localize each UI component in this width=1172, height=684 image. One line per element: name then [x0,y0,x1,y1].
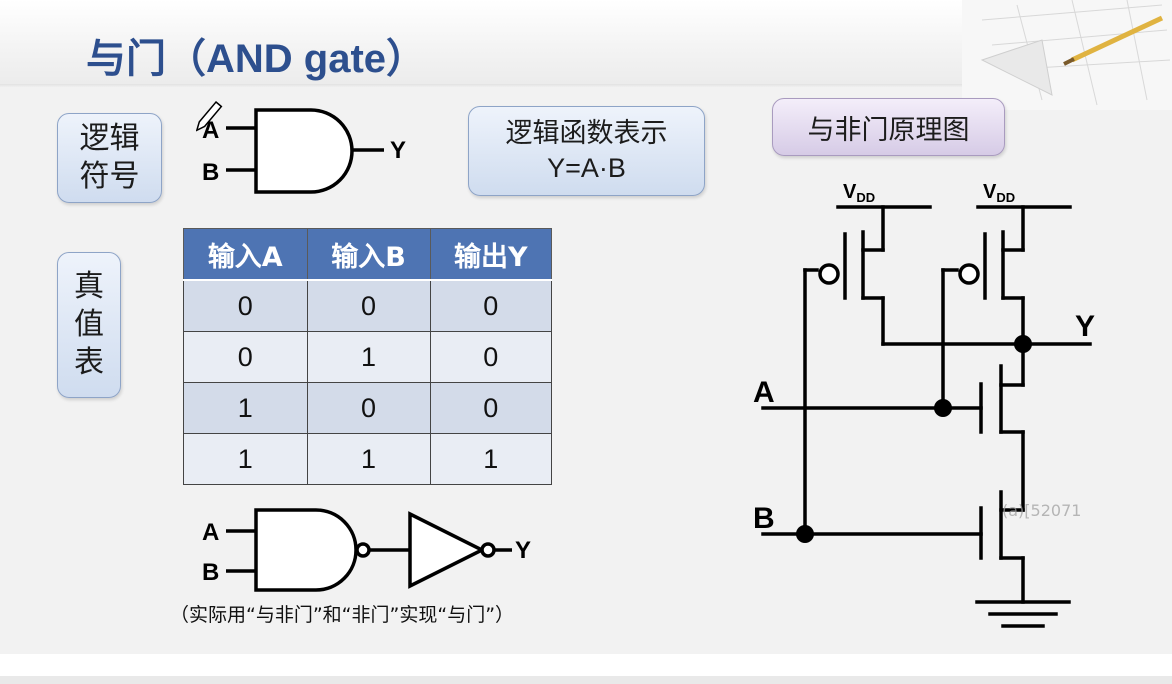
table-row: 0 0 0 [183,279,553,332]
vdd-label-right: V [983,181,997,203]
truth-table-text: 真值表 [74,269,104,380]
schematic-input-a-label: A [753,376,775,409]
table-cell: 1 [306,331,431,383]
table-row: 1 1 1 [183,433,553,485]
table-row: 0 1 0 [183,331,553,383]
svg-text:VDD: VDD [843,181,875,205]
nand-not-circuit: A B Y [202,508,531,592]
bottom-divider [0,676,1172,684]
implementation-note: （实际用“与非门”和“非门”实现“与门”） [170,604,515,626]
table-cell: 0 [183,331,308,383]
table-cell: 0 [429,331,553,383]
schematic-output-y-label: Y [1075,310,1095,343]
table-cell: 1 [183,382,308,434]
page-title: 与门（AND gate） [86,37,427,81]
table-cell: 1 [183,433,308,485]
nand-schematic-label: 与非门原理图 [772,98,1005,156]
table-cell: 0 [306,279,431,332]
header-output-y: 输出Y [429,228,553,281]
title-divider [0,84,1172,88]
table-cell: 0 [429,382,553,434]
watermark: (a)[52071 [1002,501,1082,520]
not-output-y-label: Y [515,537,531,564]
vdd-subscript-left: DD [856,190,875,205]
table-cell: 1 [306,433,431,485]
truth-table-label: 真值表 [57,252,121,398]
table-row: 1 0 0 [183,382,553,434]
nand-schematic-text: 与非门原理图 [807,114,970,146]
schematic-input-b-label: B [753,502,775,535]
table-cell: 0 [183,279,308,332]
nand-input-b-label: B [202,559,219,586]
logic-function-heading: 逻辑函数表示 [505,118,668,149]
and-gate-symbol: A B Y [196,100,406,194]
pen-cursor-icon [196,100,223,132]
and-output-y-label: Y [390,137,406,164]
logic-symbol-label: 逻辑符号 [57,113,162,203]
vdd-subscript-right: DD [996,190,1015,205]
header-input-a: 输入A [183,228,308,281]
vdd-label-left: V [843,181,857,203]
table-cell: 0 [429,279,553,332]
logic-symbol-text: 逻辑符号 [79,121,140,194]
logic-function-expression: Y=A·B [547,153,626,183]
table-cell: 1 [429,433,553,485]
and-input-b-label: B [202,159,219,186]
nand-input-a-label: A [202,519,219,546]
cmos-nand-schematic: VDD VDD Y A B [753,181,1095,628]
truth-table-header-row: 输入A 输入B 输出Y [183,228,553,281]
svg-text:VDD: VDD [983,181,1015,205]
table-cell: 0 [306,382,431,434]
pencil-drafting-decoration [962,0,1172,110]
logic-function-box: 逻辑函数表示 Y=A·B [468,106,705,196]
truth-table: 输入A 输入B 输出Y 0 0 0 0 1 0 1 0 0 1 [183,228,553,485]
header-input-b: 输入B [306,228,431,281]
